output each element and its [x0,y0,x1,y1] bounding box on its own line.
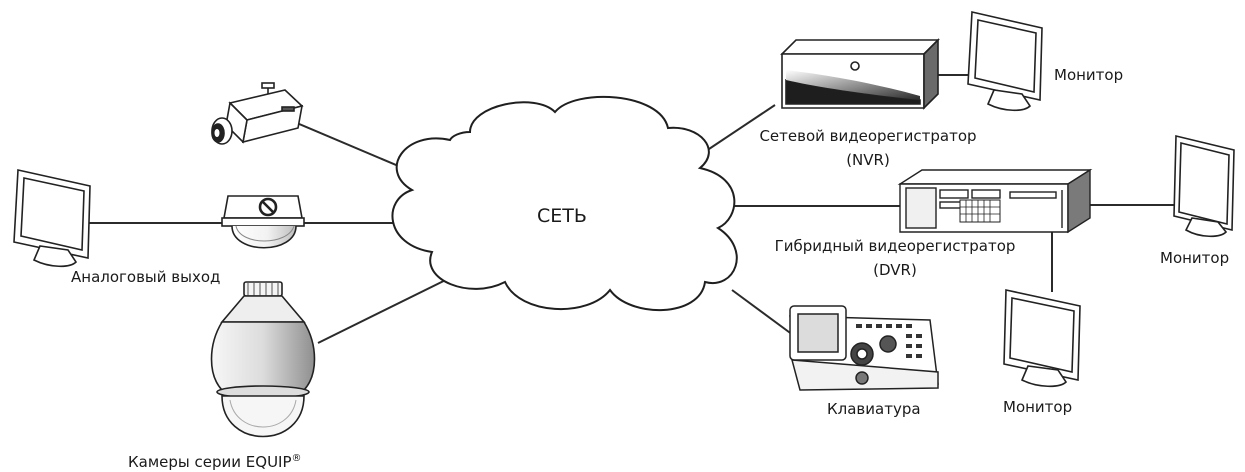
dvr-label-line2: (DVR) [873,261,917,279]
registered-mark: ® [291,453,302,464]
monitor-icon [1003,289,1081,388]
monitor-icon [13,169,91,268]
monitor-dvr-bottom-label: Монитор [1003,398,1073,416]
network-cloud [391,95,738,311]
ptz-dome-camera-icon [210,281,316,438]
monitor-icon [967,11,1043,112]
connection-lines [88,74,1175,344]
dvr-icon [897,168,1093,234]
equip-cameras-text: Камеры серии EQUIP [128,453,292,471]
monitor-icon [1173,134,1235,238]
keyboard-controller-icon [789,305,939,391]
link-box-camera [284,117,416,174]
dvr-label: Гибридный видеорегистратор (DVR) [754,237,1036,279]
link-nvr [696,104,776,158]
network-label: СЕТЬ [537,205,587,227]
dvr-label-line1: Гибридный видеорегистратор [774,237,1016,255]
nvr-icon [780,38,940,110]
analog-output-label: Аналоговый выход [71,268,221,286]
link-keyboard [731,289,794,336]
dome-camera-icon [221,195,305,249]
nvr-label-line1: Сетевой видеорегистратор [759,127,977,145]
monitor-nvr-label: Монитор [1054,66,1124,84]
box-camera-icon [211,82,304,145]
nvr-label-line2: (NVR) [846,151,890,169]
monitor-dvr-right-label: Монитор [1160,249,1230,267]
nvr-label: Сетевой видеорегистратор (NVR) [756,127,980,169]
equip-cameras-label: Камеры серии EQUIP® [128,450,302,471]
keyboard-label: Клавиатура [827,400,921,418]
